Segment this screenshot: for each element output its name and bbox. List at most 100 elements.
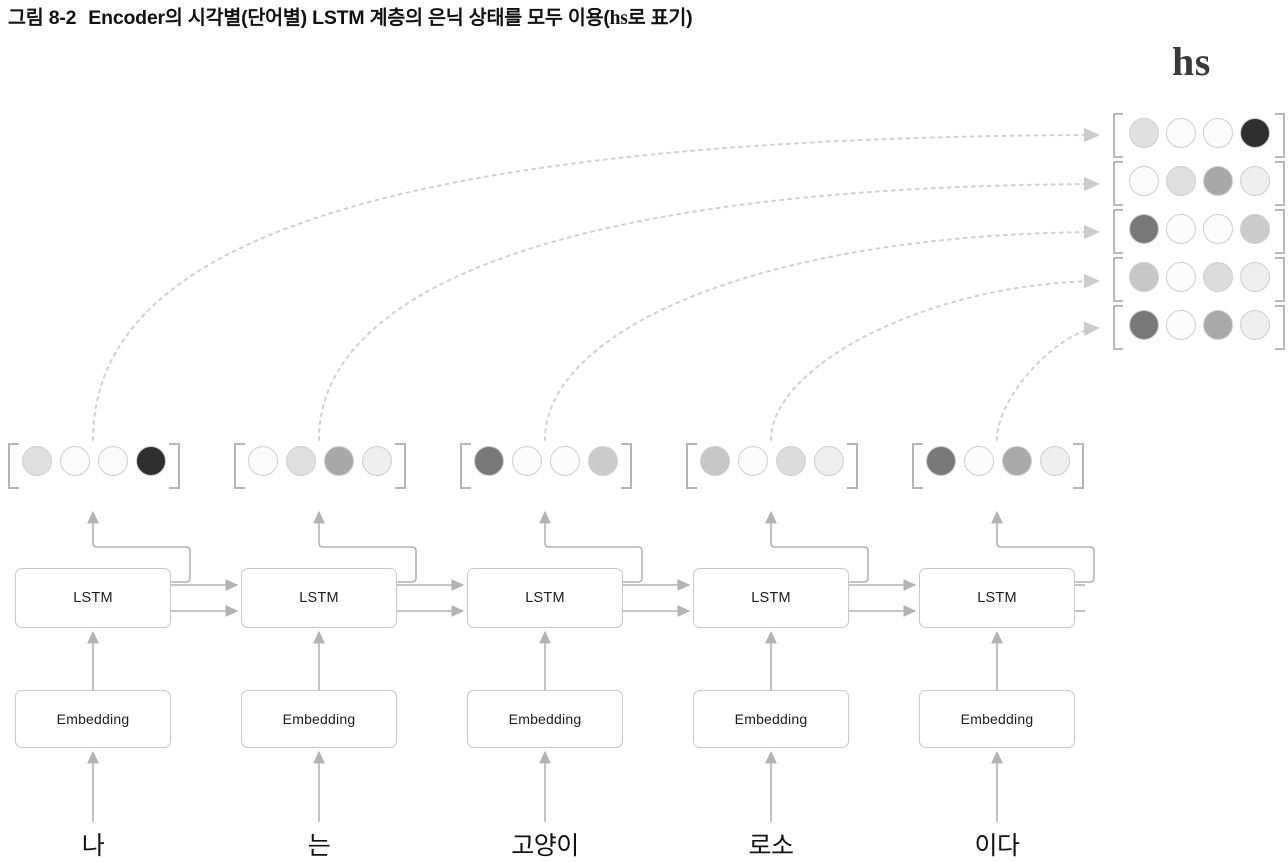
vector-cell xyxy=(248,446,278,476)
hs-cell xyxy=(1129,310,1159,340)
vector-cell xyxy=(60,446,90,476)
hs-cell xyxy=(1203,166,1233,196)
bracket-right xyxy=(1275,161,1285,206)
embedding-box-3[interactable]: Embedding xyxy=(467,690,623,748)
dashed-arrow-5 xyxy=(996,321,1100,441)
hs-matrix-row xyxy=(1113,208,1285,256)
lstm-box-1[interactable]: LSTM xyxy=(15,568,171,628)
input-word-1: 나 xyxy=(81,832,105,860)
hs-cell xyxy=(1240,262,1270,292)
bracket-right xyxy=(847,443,858,489)
vector-cell xyxy=(362,446,392,476)
figure-number: 그림 8-2 xyxy=(8,7,77,29)
hs-cell xyxy=(1203,262,1233,292)
bracket-right xyxy=(169,443,180,489)
bracket-left xyxy=(686,443,697,489)
vector-cell xyxy=(588,446,618,476)
bracket-right xyxy=(1275,209,1285,254)
embedding-label: Embedding xyxy=(960,711,1034,727)
vector-cells xyxy=(22,446,166,476)
hs-cell xyxy=(1240,118,1270,148)
lstm-label: LSTM xyxy=(299,590,339,606)
vector-cell xyxy=(738,446,768,476)
hs-cell xyxy=(1166,166,1196,196)
bracket-right xyxy=(1275,305,1285,350)
input-word-5: 이다 xyxy=(974,832,1020,860)
lstm-box-2[interactable]: LSTM xyxy=(241,568,397,628)
caption-text-before: Encoder의 시각별(단어별) LSTM 계층의 은닉 상태를 모두 이용( xyxy=(88,7,610,29)
embedding-box-5[interactable]: Embedding xyxy=(919,690,1075,748)
embedding-label: Embedding xyxy=(282,711,356,727)
hs-row-cells xyxy=(1129,310,1270,340)
hs-matrix-label: hs xyxy=(1172,39,1211,84)
hs-matrix-row xyxy=(1113,160,1285,208)
bracket-left xyxy=(1113,209,1123,254)
lstm-box-4[interactable]: LSTM xyxy=(693,568,849,628)
vector-cell xyxy=(700,446,730,476)
hs-cell xyxy=(1240,310,1270,340)
embedding-box-2[interactable]: Embedding xyxy=(241,690,397,748)
vector-cell xyxy=(136,446,166,476)
hidden-vector-1 xyxy=(8,443,180,493)
bracket-right xyxy=(621,443,632,489)
hs-cell xyxy=(1166,310,1196,340)
bracket-left xyxy=(1113,257,1123,302)
bracket-left xyxy=(234,443,245,489)
hs-cell xyxy=(1129,166,1159,196)
hs-cell xyxy=(1166,118,1196,148)
vector-cells xyxy=(474,446,618,476)
hs-cell xyxy=(1203,118,1233,148)
embedding-label: Embedding xyxy=(734,711,808,727)
bracket-right xyxy=(1073,443,1084,489)
embedding-box-4[interactable]: Embedding xyxy=(693,690,849,748)
lstm-box-3[interactable]: LSTM xyxy=(467,568,623,628)
vector-cells xyxy=(700,446,844,476)
bracket-left xyxy=(912,443,923,489)
hs-cell xyxy=(1129,214,1159,244)
figure-caption: 그림 8-2 Encoder의 시각별(단어별) LSTM 계층의 은닉 상태를 … xyxy=(8,4,693,33)
bracket-right xyxy=(395,443,406,489)
bracket-left xyxy=(1113,161,1123,206)
dashed-arrow-4 xyxy=(770,273,1100,441)
embedding-label: Embedding xyxy=(56,711,130,727)
vector-cells xyxy=(926,446,1070,476)
embedding-box-1[interactable]: Embedding xyxy=(15,690,171,748)
hs-cell xyxy=(1166,262,1196,292)
dashed-arrows xyxy=(92,127,1100,441)
bracket-left xyxy=(1113,113,1123,158)
vector-cell xyxy=(1002,446,1032,476)
hidden-vector-2 xyxy=(234,443,406,493)
bracket-right xyxy=(1275,257,1285,302)
vector-cell xyxy=(512,446,542,476)
vector-cell xyxy=(1040,446,1070,476)
hs-cell xyxy=(1240,166,1270,196)
vector-cells xyxy=(248,446,392,476)
vector-cell xyxy=(98,446,128,476)
vector-cell xyxy=(550,446,580,476)
hidden-vector-4 xyxy=(686,443,858,493)
embedding-label: Embedding xyxy=(508,711,582,727)
lstm-box-5[interactable]: LSTM xyxy=(919,568,1075,628)
caption-text-after: 로 표기) xyxy=(627,7,693,29)
solid-arrows xyxy=(87,510,1095,822)
input-word-3: 고양이 xyxy=(511,832,579,860)
input-word-4: 로소 xyxy=(748,832,794,860)
vector-cell xyxy=(474,446,504,476)
dashed-arrow-1 xyxy=(92,127,1100,441)
bracket-right xyxy=(1275,113,1285,158)
vector-cell xyxy=(776,446,806,476)
hs-row-cells xyxy=(1129,166,1270,196)
vector-cell xyxy=(324,446,354,476)
input-word-2: 는 xyxy=(307,832,331,860)
hs-cell xyxy=(1203,310,1233,340)
hs-cell xyxy=(1166,214,1196,244)
hs-matrix-row xyxy=(1113,304,1285,352)
hs-cell xyxy=(1240,214,1270,244)
dashed-arrow-2 xyxy=(318,176,1100,441)
vector-cell xyxy=(926,446,956,476)
bracket-left xyxy=(8,443,19,489)
lstm-label: LSTM xyxy=(977,590,1017,606)
hs-cell xyxy=(1129,262,1159,292)
